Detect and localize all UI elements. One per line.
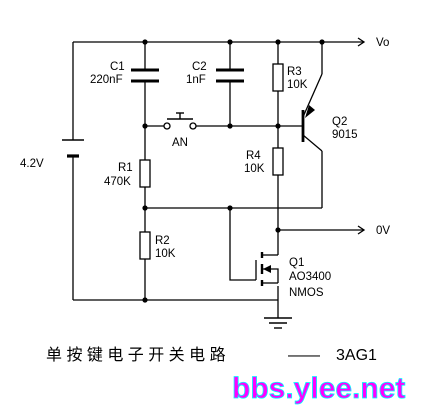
r4-name-label: R4 bbox=[246, 150, 261, 162]
vo-label: Vo bbox=[376, 37, 389, 49]
capacitor-c2 bbox=[216, 68, 244, 83]
junction-dots bbox=[142, 39, 325, 303]
switch-label: AN bbox=[172, 137, 188, 149]
q1-part-label: AO3400 bbox=[289, 271, 331, 283]
resistor-r3 bbox=[272, 63, 284, 92]
junction-dot bbox=[227, 39, 233, 45]
r1-name-label: R1 bbox=[118, 162, 133, 174]
gate-feed-wire bbox=[229, 208, 256, 281]
caption-dash: —— bbox=[288, 347, 320, 364]
r1-value-label: 470K bbox=[104, 176, 131, 188]
q2-name-label: Q2 bbox=[332, 116, 347, 128]
c2-value-label: 1nF bbox=[186, 74, 206, 86]
vo-arrow bbox=[357, 37, 366, 47]
capacitor-c1 bbox=[131, 68, 159, 83]
r2-value-label: 10K bbox=[155, 248, 176, 260]
transistor-q2 bbox=[301, 73, 323, 152]
wires bbox=[72, 37, 366, 318]
r3-value-label: 10K bbox=[287, 79, 308, 91]
mosfet-q1 bbox=[255, 252, 279, 286]
watermark-text: bbs.ylee.net bbox=[232, 372, 405, 405]
junction-dot bbox=[319, 39, 325, 45]
c1-name-label: C1 bbox=[110, 61, 125, 73]
caption-title: 单 按 键 电 子 开 关 电 路 bbox=[46, 346, 226, 364]
junction-dot bbox=[227, 205, 233, 211]
junction-dot bbox=[142, 39, 148, 45]
caption-code: 3AG1 bbox=[336, 347, 377, 364]
zero-v-label: 0V bbox=[376, 225, 390, 237]
c2-name-label: C2 bbox=[192, 61, 207, 73]
q1-name-label: Q1 bbox=[289, 257, 304, 269]
junction-dot bbox=[142, 205, 148, 211]
r3-name-label: R3 bbox=[287, 66, 302, 78]
q2-emitter-arrow bbox=[305, 105, 315, 118]
battery-symbol bbox=[62, 139, 84, 158]
resistor-r4 bbox=[272, 147, 284, 176]
q2-value-label: 9015 bbox=[332, 129, 358, 141]
junction-dot bbox=[275, 39, 281, 45]
junction-dot bbox=[142, 123, 148, 129]
ground-symbol bbox=[264, 317, 292, 329]
r4-value-label: 10K bbox=[244, 163, 265, 175]
junction-dot bbox=[142, 297, 148, 303]
resistor-r2 bbox=[139, 231, 151, 260]
battery-voltage-label: 4.2V bbox=[20, 158, 44, 170]
zero-v-arrow bbox=[357, 225, 366, 235]
push-button-switch bbox=[163, 112, 197, 130]
r2-name-label: R2 bbox=[155, 235, 170, 247]
q1-type-label: NMOS bbox=[289, 287, 324, 299]
junction-dot bbox=[275, 227, 281, 233]
c1-value-label: 220nF bbox=[90, 74, 123, 86]
junction-dot bbox=[227, 123, 233, 129]
q1-body-arrow bbox=[263, 265, 271, 273]
junction-dot bbox=[275, 123, 281, 129]
resistor-r1 bbox=[139, 159, 151, 188]
